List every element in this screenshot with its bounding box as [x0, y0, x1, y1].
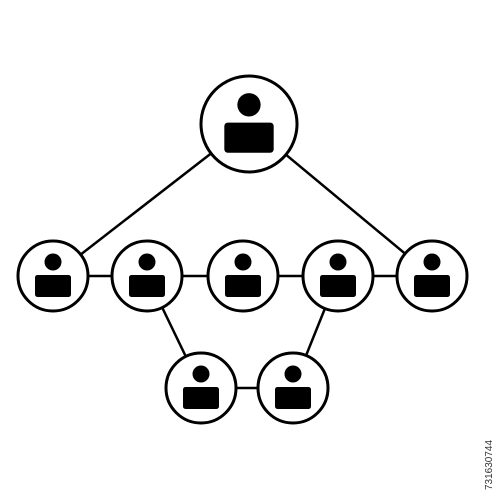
- person-body: [414, 275, 450, 297]
- person-head: [423, 253, 441, 271]
- node-root: [199, 74, 299, 174]
- side-id-text: 731630744: [484, 440, 495, 490]
- node-mid-2: [110, 239, 184, 313]
- nodes-layer: [16, 74, 469, 425]
- person-icon: [129, 253, 165, 297]
- person-body: [129, 275, 165, 297]
- node-mid-1: [16, 239, 90, 313]
- node-bottom-1: [164, 351, 238, 425]
- person-body: [275, 387, 311, 409]
- person-icon: [35, 253, 71, 297]
- node-bottom-2: [256, 351, 330, 425]
- person-body: [183, 387, 219, 409]
- node-mid-3: [206, 239, 280, 313]
- person-head: [234, 253, 252, 271]
- person-icon: [320, 253, 356, 297]
- person-head: [44, 253, 62, 271]
- node-mid-5: [395, 239, 469, 313]
- person-icon: [224, 93, 274, 153]
- node-mid-4: [301, 239, 375, 313]
- person-body: [225, 275, 261, 297]
- person-icon: [275, 365, 311, 409]
- person-head: [138, 253, 156, 271]
- person-body: [320, 275, 356, 297]
- person-head: [284, 365, 302, 383]
- person-head: [329, 253, 347, 271]
- person-icon: [225, 253, 261, 297]
- person-head: [192, 365, 210, 383]
- person-icon: [414, 253, 450, 297]
- person-head: [237, 93, 261, 117]
- person-body: [224, 122, 274, 153]
- person-body: [35, 275, 71, 297]
- person-icon: [183, 365, 219, 409]
